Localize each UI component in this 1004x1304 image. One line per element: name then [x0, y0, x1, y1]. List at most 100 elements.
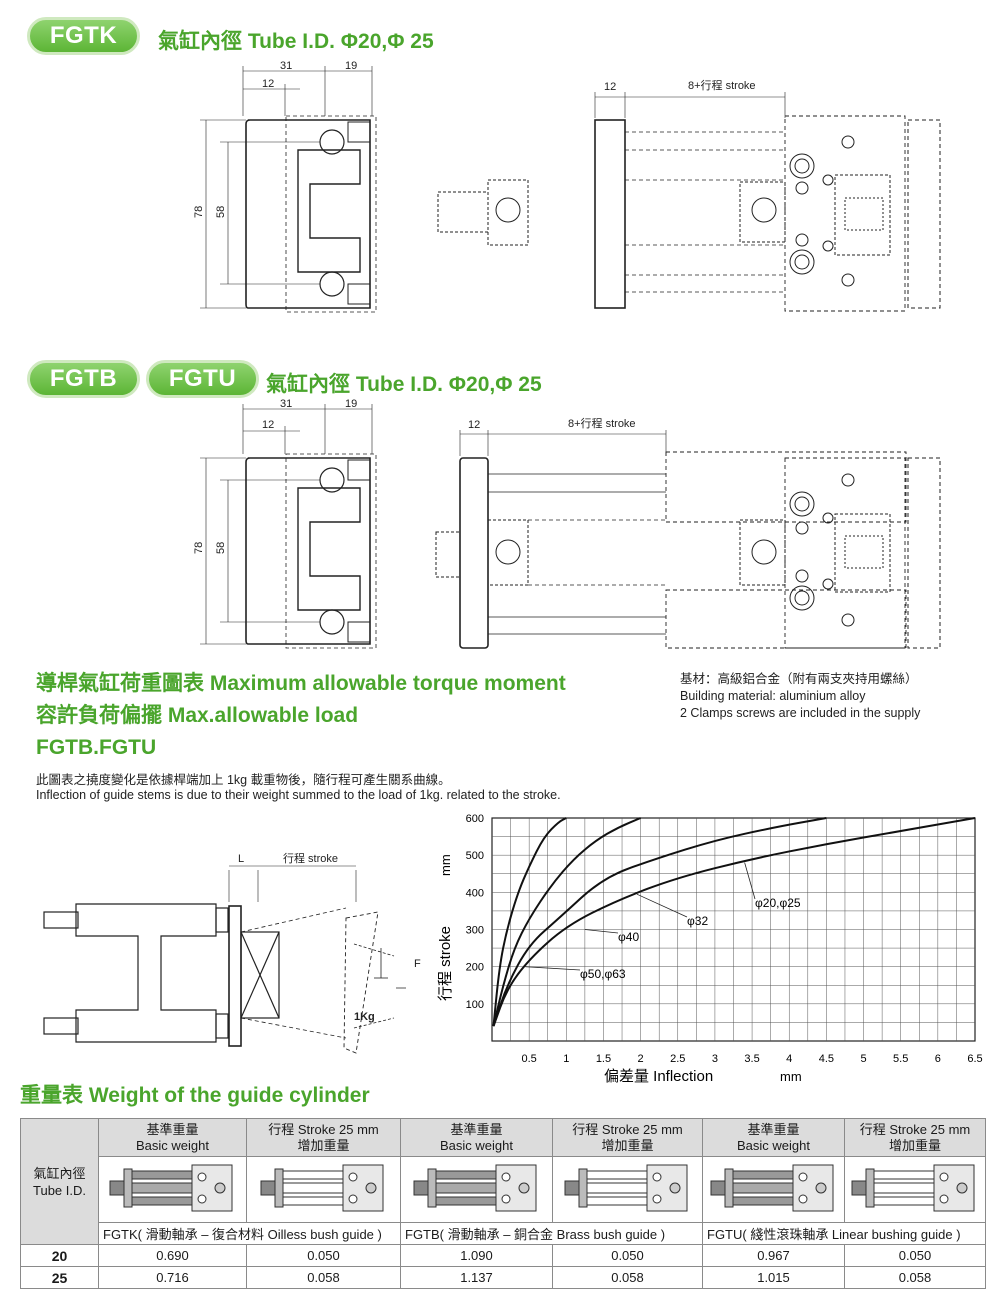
row-size: 25: [20, 1266, 99, 1289]
chart-x-unit: mm: [780, 1069, 802, 1084]
header-en: 增加重量: [297, 1137, 350, 1153]
series-leader: [744, 862, 756, 900]
dim-12b: 12: [468, 419, 480, 431]
torque-desc: 此圖表之撓度變化是依據桿端加上 1kg 載重物後，隨行程可產生關系曲線。 Inf…: [36, 773, 561, 803]
x-tick-label: 1: [563, 1053, 569, 1065]
dim-31: 31: [280, 398, 292, 410]
dim-58: 58: [215, 542, 227, 554]
x-tick-label: 5: [860, 1053, 866, 1065]
fgtk-side-view: 31 19 12 78 58: [193, 60, 377, 313]
y-tick-label: 300: [466, 925, 484, 937]
y-tick-label: 600: [466, 813, 484, 825]
load-diagram: L 行程 stroke F 1Kg: [43, 852, 406, 1054]
force-arrow-label: F: [414, 958, 421, 970]
chart-y-ticks: 100 200 300 400 500 600: [466, 813, 484, 1011]
x-tick-label: 4: [786, 1053, 792, 1065]
header-en: 增加重量: [888, 1137, 941, 1153]
cylinder-image: [710, 1164, 833, 1212]
cell-value: 0.058: [552, 1266, 703, 1289]
x-tick-label: 2: [638, 1053, 644, 1065]
weight-title: 重量表 Weight of the guide cylinder: [20, 1084, 370, 1107]
fgtb-side-view: 31 19 12 78 58: [193, 398, 377, 649]
cell-value: 0.050: [552, 1244, 703, 1267]
dim-78: 78: [193, 542, 205, 554]
dim-19: 19: [345, 398, 357, 410]
series-leader: [636, 893, 688, 918]
material-line-1: 基材：高級鋁合金（附有兩支夾持用螺絲）: [680, 672, 918, 686]
cell-value: 0.058: [844, 1266, 986, 1289]
group-fgtb: FGTB( 滑動軸承 – 銅合金 Brass bush guide ): [400, 1222, 703, 1245]
cylinder-image-cell: [702, 1156, 845, 1223]
fgtk-badge: FGTK: [27, 17, 140, 55]
x-tick-label: 2.5: [670, 1053, 685, 1065]
cell-value: 0.716: [98, 1266, 247, 1289]
cell-value: 0.690: [98, 1244, 247, 1267]
y-tick-label: 500: [466, 850, 484, 862]
dim-31: 31: [280, 60, 292, 72]
fgtu-badge: FGTU: [146, 360, 259, 398]
header-cn: 行程 Stroke 25 mm: [268, 1121, 379, 1137]
y-tick-label: 200: [466, 962, 484, 974]
cell-value: 1.015: [702, 1266, 845, 1289]
cell-value: 1.090: [400, 1244, 553, 1267]
x-tick-label: 3.5: [744, 1053, 759, 1065]
group-fgtk: FGTK( 滑動軸承 – 復合材料 Oilless bush guide ): [98, 1222, 401, 1245]
row-size: 20: [20, 1244, 99, 1267]
cylinder-image-cell: [552, 1156, 703, 1223]
cylinder-image: [109, 1164, 232, 1212]
dim-12: 12: [262, 419, 274, 431]
header-cn: 基準重量: [146, 1121, 199, 1137]
x-tick-label: 5.5: [893, 1053, 908, 1065]
x-tick-label: 0.5: [522, 1053, 537, 1065]
x-tick-label: 1.5: [596, 1053, 611, 1065]
dim-stroke: 8+行程 stroke: [688, 79, 756, 92]
x-tick-label: 6: [935, 1053, 941, 1065]
torque-title-2: 容許負荷偏擺 Max.allowable load: [36, 704, 359, 727]
series-label: φ40: [618, 930, 639, 944]
x-tick-label: 3: [712, 1053, 718, 1065]
header-en: Basic weight: [737, 1137, 810, 1153]
chart-y-label: 行程 stroke: [437, 926, 454, 1001]
dim-stroke: 8+行程 stroke: [568, 417, 636, 430]
cylinder-image-cell: [400, 1156, 553, 1223]
series-line: [492, 817, 641, 1027]
tube-id-header: 氣缸內徑 Tube I.D.: [20, 1118, 99, 1245]
chart-grid: [491, 817, 976, 1042]
series-line: [492, 817, 567, 1027]
cylinder-image-cell: [98, 1156, 247, 1223]
x-tick-label: 6.5: [967, 1053, 982, 1065]
cell-value: 0.058: [246, 1266, 401, 1289]
dim-58: 58: [215, 206, 227, 218]
chart-x-label: 偏差量 Inflection: [604, 1068, 713, 1085]
material-line-2: Building material: aluminium alloy: [680, 689, 866, 703]
header-cn: 基準重量: [747, 1121, 800, 1137]
dim-12b: 12: [604, 81, 616, 93]
cylinder-image: [564, 1164, 687, 1212]
fgtb-top-view: 12 8+行程 stroke: [435, 417, 941, 649]
header-en: Basic weight: [136, 1137, 209, 1153]
cell-value: 0.050: [246, 1244, 401, 1267]
dim-12: 12: [262, 78, 274, 90]
series-label: φ32: [687, 914, 708, 928]
header-en: Basic weight: [440, 1137, 513, 1153]
cylinder-image-cell: [844, 1156, 986, 1223]
torque-desc-en: Inflection of guide stems is due to thei…: [36, 788, 561, 802]
y-tick-label: 400: [466, 887, 484, 899]
diagram-stroke-label: 行程 stroke: [283, 852, 338, 865]
header-en: 增加重量: [601, 1137, 654, 1153]
cell-value: 0.050: [844, 1244, 986, 1267]
diagram-load-label: 1Kg: [354, 1011, 375, 1023]
group-fgtu: FGTU( 綫性滾珠軸承 Linear bushing guide ): [702, 1222, 986, 1245]
series-leader: [525, 966, 581, 971]
y-tick-label: 100: [466, 999, 484, 1011]
series-leader: [584, 929, 619, 934]
section2-title: 氣缸內徑 Tube I.D. Φ20,Φ 25: [266, 373, 542, 396]
cylinder-image-cell: [246, 1156, 401, 1223]
material-line-3: 2 Clamps screws are included in the supp…: [680, 706, 921, 720]
series-label: φ20,φ25: [755, 896, 801, 910]
diagram-l-label: L: [238, 853, 244, 865]
torque-title-1: 導桿氣缸荷重圖表 Maximum allowable torque moment: [36, 672, 566, 695]
